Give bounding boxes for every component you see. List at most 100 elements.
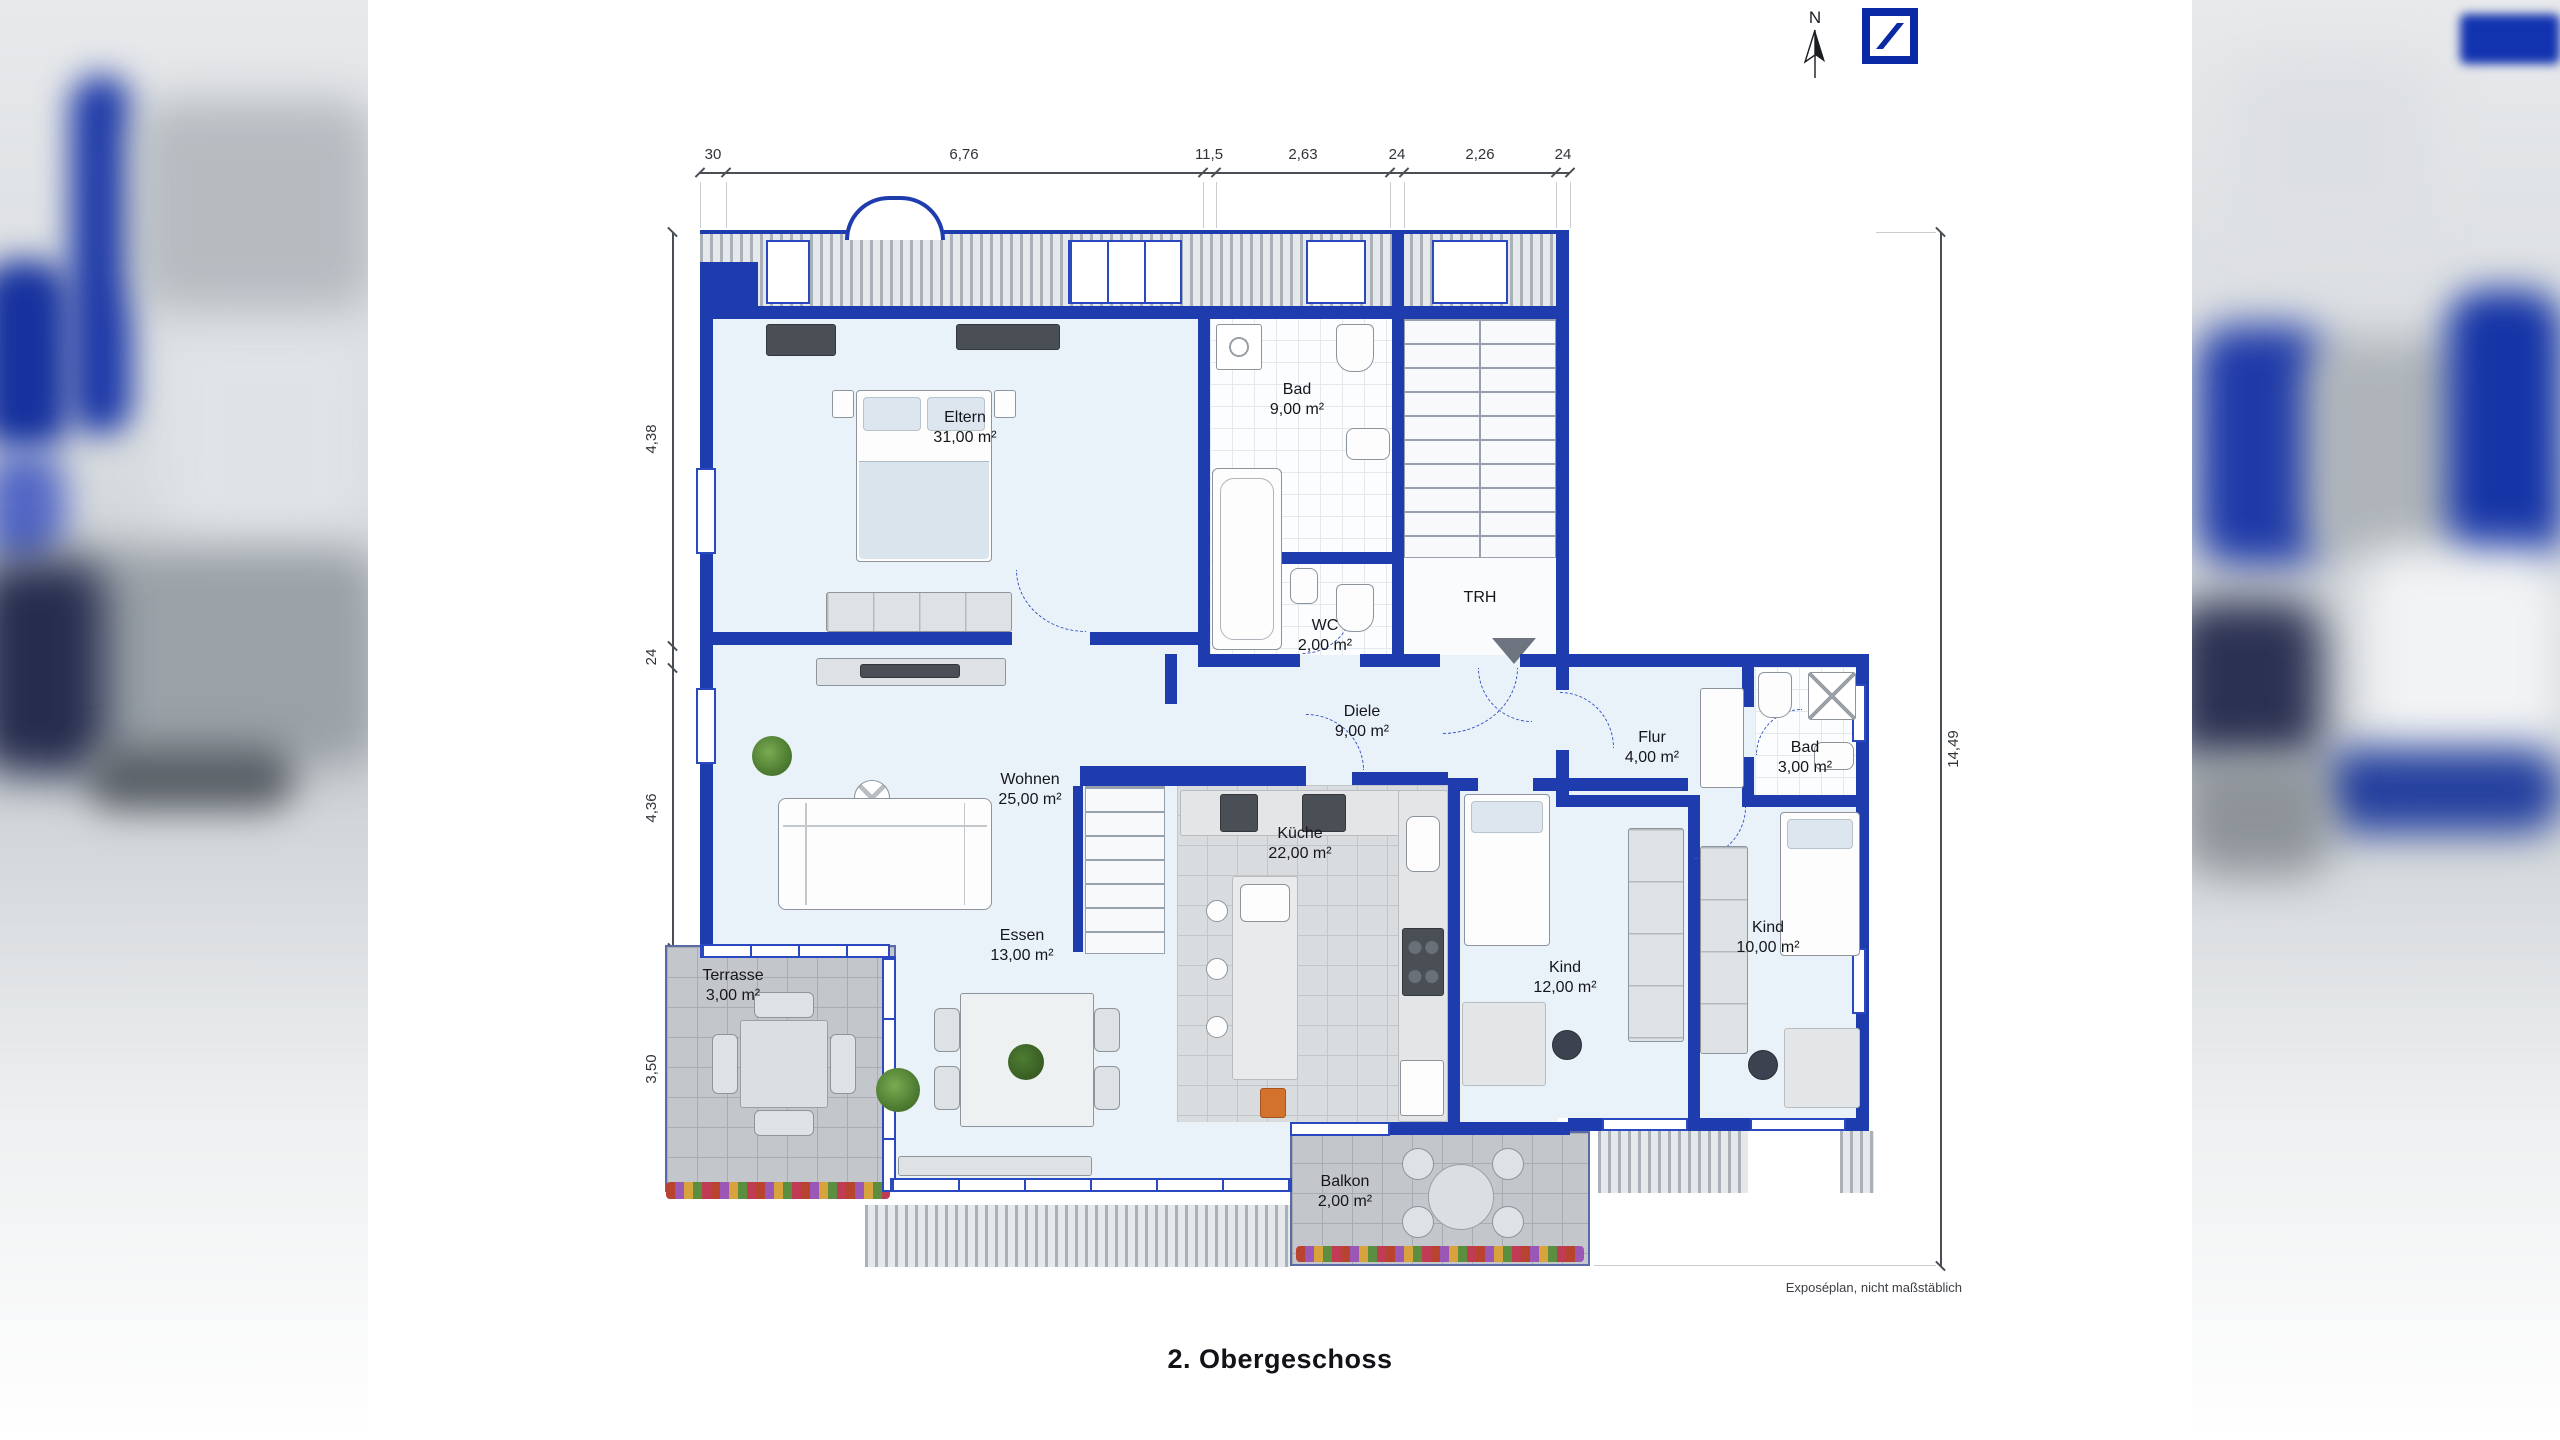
blur-blob xyxy=(2232,60,2432,240)
dresser xyxy=(766,324,836,356)
dim-left-1: 24 xyxy=(643,648,660,666)
internal-stairs xyxy=(1085,786,1165,954)
toilet-icon xyxy=(1758,672,1792,718)
wall xyxy=(1688,1118,1750,1131)
gable-wall xyxy=(700,262,758,308)
room-label-balkon: Balkon 2,00 m² xyxy=(1285,1172,1405,1212)
wall xyxy=(1352,772,1448,785)
wall xyxy=(1165,654,1177,704)
flower-bed xyxy=(666,1182,890,1199)
room-area: 31,00 m² xyxy=(933,429,997,446)
chair xyxy=(1402,1206,1434,1238)
wall xyxy=(700,306,1569,319)
room-label-wc: WC 2,00 m² xyxy=(1265,616,1385,656)
extension-line xyxy=(726,182,727,228)
window xyxy=(1750,1118,1846,1131)
plant-icon xyxy=(1008,1044,1044,1080)
blanket xyxy=(859,461,989,559)
kitchen-appliance xyxy=(1302,794,1346,832)
island-sink-icon xyxy=(1240,884,1290,922)
shower-icon xyxy=(1808,672,1856,720)
bar-stool xyxy=(1206,900,1228,922)
roof-edge-line xyxy=(700,230,1569,234)
bed xyxy=(1780,812,1860,956)
chair xyxy=(712,1034,738,1094)
wall xyxy=(1073,786,1083,952)
bar-stool xyxy=(1206,1016,1228,1038)
wall xyxy=(1556,667,1569,690)
wall xyxy=(1846,1118,1869,1131)
sink-icon xyxy=(1290,568,1318,604)
desk-chair xyxy=(1748,1050,1778,1080)
room-area: 22,00 m² xyxy=(1268,845,1332,862)
roof-window xyxy=(1068,240,1182,304)
blur-blob xyxy=(2197,325,2327,565)
room-label-flur: Flur 4,00 m² xyxy=(1592,728,1712,768)
blur-blob xyxy=(0,260,70,450)
pillow xyxy=(1787,819,1853,849)
sink-icon xyxy=(1814,742,1854,770)
dimension-line-top xyxy=(700,172,1570,174)
room-name: Terrasse xyxy=(702,967,764,984)
window xyxy=(1852,948,1866,1014)
disclaimer-note: Exposéplan, nicht maßstäblich xyxy=(1785,1280,1962,1295)
wall xyxy=(1198,306,1210,667)
room-name: Flur xyxy=(1638,729,1666,746)
wall xyxy=(1556,795,1690,807)
flower-bed xyxy=(1296,1246,1584,1262)
room-area: 25,00 m² xyxy=(998,791,1062,808)
extension-line xyxy=(1876,232,1936,233)
blur-blob xyxy=(85,745,295,810)
room-name: Kind xyxy=(1751,919,1785,936)
toilet-icon xyxy=(1336,584,1374,632)
dim-right-0: 14,49 xyxy=(1945,730,1962,768)
chair xyxy=(754,1110,814,1136)
chair xyxy=(754,992,814,1018)
blur-blob xyxy=(2307,340,2472,560)
dim-top-2: 11,5 xyxy=(1194,146,1224,163)
radiator xyxy=(898,1156,1092,1176)
room-name: Essen xyxy=(999,927,1045,944)
stairwell-stairs xyxy=(1404,318,1556,558)
room-area: 2,00 m² xyxy=(1297,637,1353,654)
chair xyxy=(830,1034,856,1094)
blurred-background-left xyxy=(0,0,368,1440)
deutsche-bank-logo xyxy=(1862,8,1918,64)
double-bed xyxy=(856,390,992,562)
room-name: Küche xyxy=(1277,825,1323,842)
pillow xyxy=(1471,801,1543,833)
dim-left-3: 3,50 xyxy=(643,1054,660,1084)
chair xyxy=(1402,1148,1434,1180)
extension-line xyxy=(1216,182,1217,228)
wall xyxy=(1392,564,1404,667)
blur-blob xyxy=(70,75,132,435)
balcony-door xyxy=(1290,1122,1390,1136)
blur-blob xyxy=(160,320,368,550)
roof-window xyxy=(1432,240,1508,304)
plant-icon xyxy=(876,1068,920,1112)
sofa-seam xyxy=(783,825,987,827)
room-label-terrasse: Terrasse 3,00 m² xyxy=(673,966,793,1006)
blur-blob xyxy=(2192,600,2322,765)
extension-line xyxy=(1390,182,1391,228)
room-name: Diele xyxy=(1343,703,1381,720)
north-arrow-icon xyxy=(1803,29,1825,78)
wardrobe xyxy=(826,592,1012,632)
washing-machine-icon xyxy=(1216,324,1262,370)
toilet-icon xyxy=(1336,324,1374,372)
wall xyxy=(1090,632,1210,645)
wall xyxy=(1742,795,1869,807)
chair xyxy=(1094,1008,1120,1052)
room-area: 2,00 m² xyxy=(1317,1193,1373,1210)
wall xyxy=(1198,654,1300,667)
roof-window xyxy=(1306,240,1366,304)
room-name: Balkon xyxy=(1320,1173,1370,1190)
roof-hatch-bottom xyxy=(1598,1131,1748,1193)
north-label: N xyxy=(1808,8,1822,27)
room-area: 13,00 m² xyxy=(990,947,1054,964)
room-area: 10,00 m² xyxy=(1736,939,1800,956)
blur-blob xyxy=(0,560,105,775)
desk-chair xyxy=(1552,1030,1582,1060)
sofa xyxy=(778,798,992,910)
desk xyxy=(1462,1002,1546,1086)
